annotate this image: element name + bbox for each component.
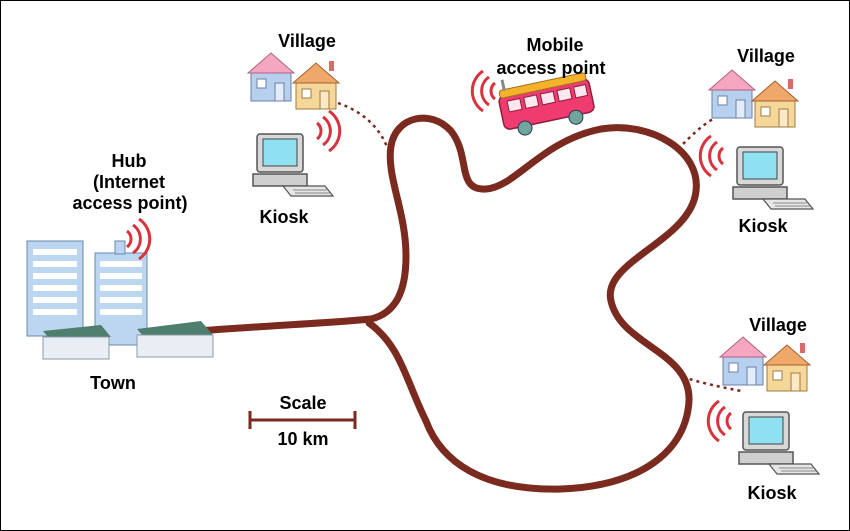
mobile-label-line2: access point [496,58,606,78]
village-links [337,101,742,393]
house-icon [292,60,340,110]
scale-bar-icon [248,411,357,429]
kiosk-computer-icon [732,146,814,210]
town-label: Town [90,373,136,393]
signal-waves-icon [698,134,725,178]
town-buildings [26,240,214,360]
house-icon [719,336,767,386]
village-label-top-left: Village [278,31,336,51]
village-top-left-houses [247,52,340,110]
house-icon [751,78,799,128]
road-network [195,114,700,493]
scale-value: 10 km [277,429,329,449]
hub-label-line3: access point) [72,193,188,213]
mobile-label-line1: Mobile [526,35,584,55]
kiosk-label-top-right: Kiosk [738,216,788,236]
scale-title: Scale [279,393,327,413]
kiosk-top-right [698,134,814,210]
village-bottom-right-houses [719,336,811,392]
kiosk-computer-icon [738,411,820,475]
kiosk-label-bottom-right: Kiosk [747,483,797,503]
bus-icon [498,72,595,136]
house-icon [708,69,756,119]
village-label-bottom-right: Village [749,315,807,335]
kiosk-top-left [252,109,342,197]
kiosk-label-top-left: Kiosk [259,207,309,227]
hub-label-line2: (Internet [93,172,165,192]
signal-waves-icon [315,109,342,153]
kiosk-bottom-right [706,399,820,475]
signal-waves-icon [706,399,733,443]
hub-label-line1: Hub [111,151,147,171]
house-icon [247,52,295,102]
kiosk-computer-icon [252,133,334,197]
village-label-top-right: Village [737,46,795,66]
house-icon [763,342,811,392]
village-top-right-houses [708,69,799,128]
